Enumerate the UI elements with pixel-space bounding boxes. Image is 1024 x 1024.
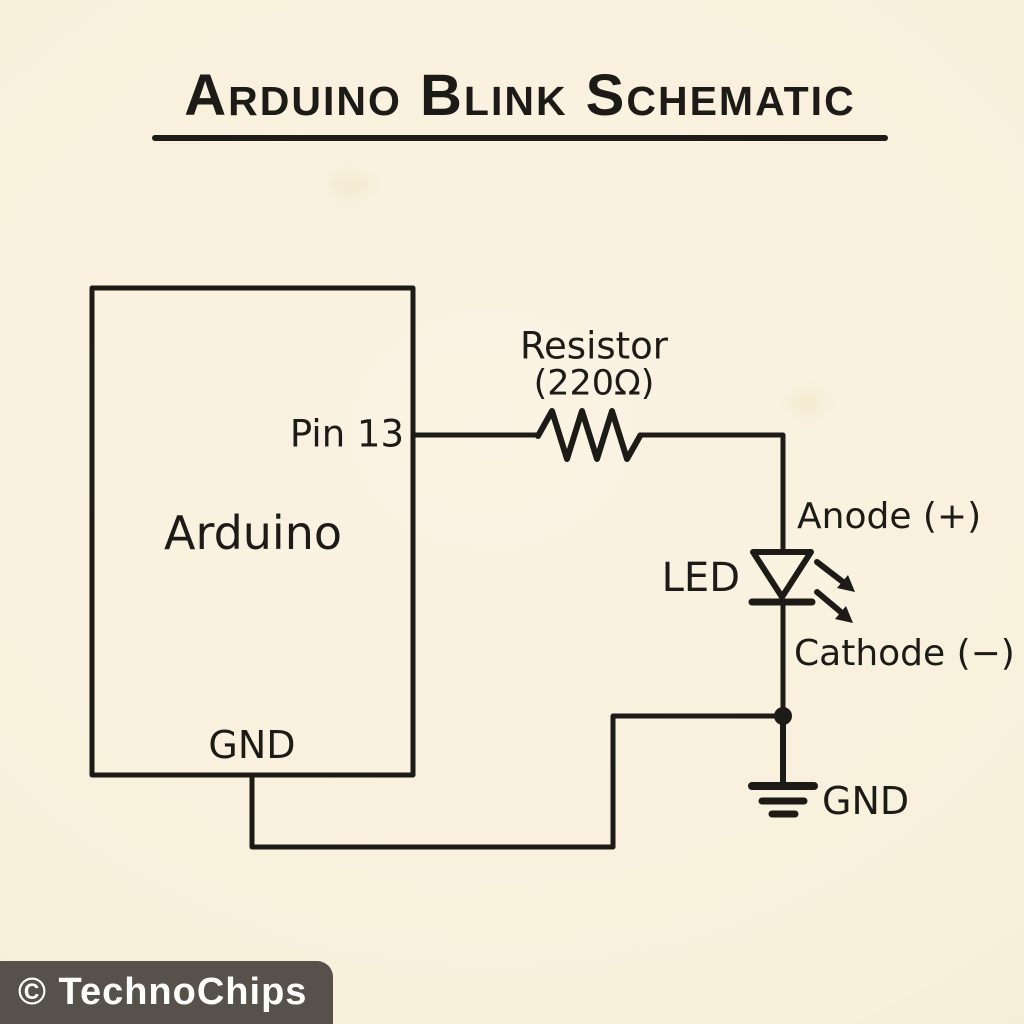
led-triangle-icon	[750, 549, 814, 600]
gnd-return-wire	[249, 713, 779, 850]
resistor-label: Resistor	[520, 324, 668, 368]
ground-label: GND	[822, 779, 910, 823]
watermark-badge: © TechnoChips	[0, 961, 334, 1024]
resistor-to-led-wire	[637, 432, 786, 552]
watermark-text: © TechnoChips	[18, 971, 308, 1013]
led-light-arrow-icon	[814, 589, 853, 623]
page-title: Arduino Blink Schematic	[184, 63, 856, 128]
title-block: Arduino Blink Schematic	[152, 62, 888, 141]
led-light-arrow-icon	[814, 559, 855, 592]
resistor-symbol-icon	[535, 408, 643, 462]
ground-symbol-icon	[748, 713, 818, 818]
led-label: LED	[661, 555, 740, 601]
led-cathode-label: Cathode (−)	[794, 633, 1015, 674]
arduino-label: Arduino	[163, 506, 343, 560]
led-anode-label: Anode (+)	[797, 496, 982, 537]
arduino-gnd-label: GND	[208, 723, 296, 767]
resistor-value-label: (220Ω)	[533, 363, 655, 404]
title-underline	[152, 135, 888, 141]
pin13-label: Pin 13	[289, 412, 404, 456]
